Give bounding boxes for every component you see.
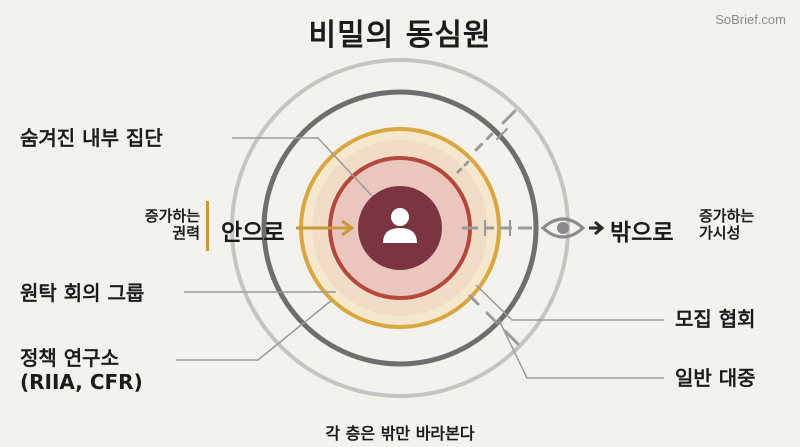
direction-inward: 안으로 <box>221 220 285 246</box>
label-think-tanks-line1: 정책 연구소 <box>20 346 119 370</box>
visibility-note: 증가하는 가시성 <box>699 208 754 242</box>
watermark: SoBrief.com <box>715 12 786 27</box>
leader-inner-core <box>232 137 373 197</box>
dashed-wall-upper <box>456 109 517 174</box>
outward-dashed-line <box>462 220 532 236</box>
power-note-line1: 증가하는 <box>144 207 200 225</box>
label-think-tanks-line2: (RIIA, CFR) <box>20 370 143 394</box>
arrow-right-icon <box>589 220 605 236</box>
caption: 각 층은 밖만 바라본다 <box>325 424 475 443</box>
label-recruitment: 모집 협회 <box>675 307 756 331</box>
ring-recruitment <box>261 89 539 367</box>
visibility-note-line2: 가시성 <box>699 224 741 242</box>
power-note-line2: 권력 <box>172 224 200 242</box>
label-round-table: 원탁 회의 그룹 <box>20 281 145 305</box>
label-inner-core: 숨겨진 내부 집단 <box>20 126 163 150</box>
power-note: 증가하는 권력 <box>128 208 200 242</box>
direction-outward: 밖으로 <box>610 220 674 246</box>
page-title: 비밀의 동심원 <box>308 18 492 53</box>
leader-recruitment <box>475 284 664 321</box>
power-bar <box>206 201 209 251</box>
inward-arrow <box>296 219 355 237</box>
leader-public <box>497 317 664 379</box>
person-icon <box>383 208 417 243</box>
leader-lines <box>176 137 664 379</box>
leader-think-tank <box>176 299 333 361</box>
dashed-wall-lower <box>468 294 520 346</box>
eye-icon <box>540 217 586 239</box>
label-public: 일반 대중 <box>675 366 756 390</box>
label-think-tanks: 정책 연구소 (RIIA, CFR) <box>20 346 143 394</box>
visibility-note-line1: 증가하는 <box>699 207 755 225</box>
